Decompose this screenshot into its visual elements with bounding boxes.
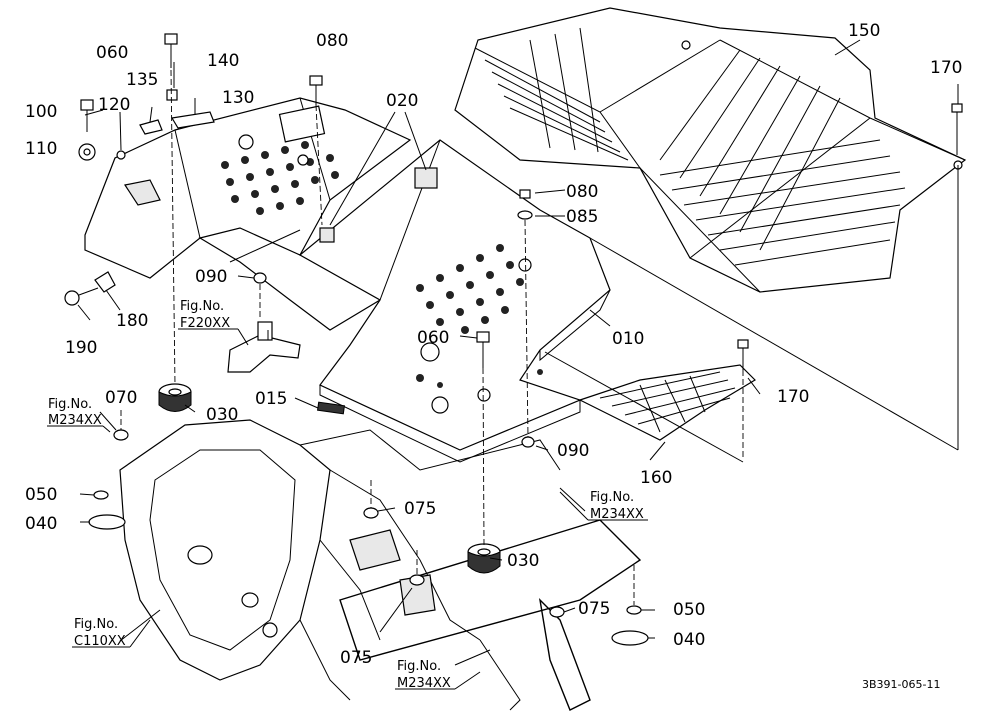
label-015: 015 [255,389,287,409]
label-075: 075 [404,499,436,519]
nut-075 [363,507,565,618]
fig-ref-f220xx: Fig.No. F220XX [180,299,230,331]
label-040: 040 [25,514,57,534]
fig-ref-underlines [47,328,648,690]
label-060: 060 [96,43,128,63]
label-020: 020 [386,91,418,111]
label-080: 080 [566,182,598,202]
fig-ref-m234xx-right: Fig.No. M234XX [590,490,644,522]
washer-050-left [93,490,109,500]
fig-ref-line2: M234XX [590,507,644,522]
label-090: 090 [195,267,227,287]
fig-ref-line2: C110XX [74,634,126,649]
drawing-number: 3B391-065-11 [862,678,940,691]
fig-ref-line1: Fig.No. [397,659,441,674]
fig-ref-line2: F220XX [180,316,230,331]
fig-ref-c110xx: Fig.No. C110XX [74,617,126,649]
fig-ref-m234xx-left: Fig.No. M234XX [48,397,102,428]
nut-070 [113,429,129,441]
nut-090 [253,272,535,448]
fig-ref-line1: Fig.No. [74,617,118,632]
side-mat-160 [578,364,756,441]
clip-180 [94,271,116,293]
label-170: 170 [777,387,809,407]
washer-050-right [626,605,642,615]
label-150: 150 [848,21,880,41]
label-190: 190 [65,338,97,358]
label-030: 030 [507,551,539,571]
washer-040-right [611,630,649,646]
nut-110 [78,143,96,161]
label-130: 130 [222,88,254,108]
bolt-080-top [309,75,323,105]
spacer-015 [317,401,345,415]
fig-ref-line2: M234XX [397,676,451,691]
bolt-170-top [951,103,963,155]
alignment-lines [229,165,959,463]
bolt-060-upper [164,33,178,68]
bolt-100 [80,99,94,132]
fig-ref-line2: M234XX [48,413,102,428]
label-090: 090 [557,441,589,461]
label-010: 010 [612,329,644,349]
label-180: 180 [116,311,148,331]
label-070: 070 [105,388,137,408]
assembly-dashed-lines [120,69,744,605]
label-040: 040 [673,630,705,650]
floor-mat-150 [454,7,967,293]
hardware-120-130-135-140 [116,89,215,160]
bolt-170-mid [737,339,749,370]
floor-plate-010 [298,139,611,463]
fig-ref-line1: Fig.No. [180,299,224,314]
bolt-190 [64,287,99,306]
label-060: 060 [417,328,449,348]
bolt-060-lower [476,331,490,368]
bolt-080-mid [517,189,533,220]
label-160: 160 [640,468,672,488]
rubber-mount-030-upper [158,383,192,412]
washer-040-left [88,514,126,530]
label-075: 075 [578,599,610,619]
fig-ref-m234xx-bottom: Fig.No. M234XX [397,659,451,691]
fig-ref-line1: Fig.No. [590,490,634,505]
label-030: 030 [206,405,238,425]
label-050: 050 [673,600,705,620]
fig-ref-line1: Fig.No. [48,397,92,412]
label-085: 085 [566,207,598,227]
leader-lines [77,39,959,666]
bracket-f220 [227,321,301,373]
label-140: 140 [207,51,239,71]
transmission-housing [119,419,642,711]
label-135: 135 [126,70,158,90]
label-100: 100 [25,102,57,122]
label-170: 170 [930,58,962,78]
label-110: 110 [25,139,57,159]
label-075: 075 [340,648,372,668]
rubber-mount-030-lower [467,543,501,574]
label-080: 080 [316,31,348,51]
step-panel-020 [84,97,412,331]
label-120: 120 [98,95,130,115]
label-050: 050 [25,485,57,505]
